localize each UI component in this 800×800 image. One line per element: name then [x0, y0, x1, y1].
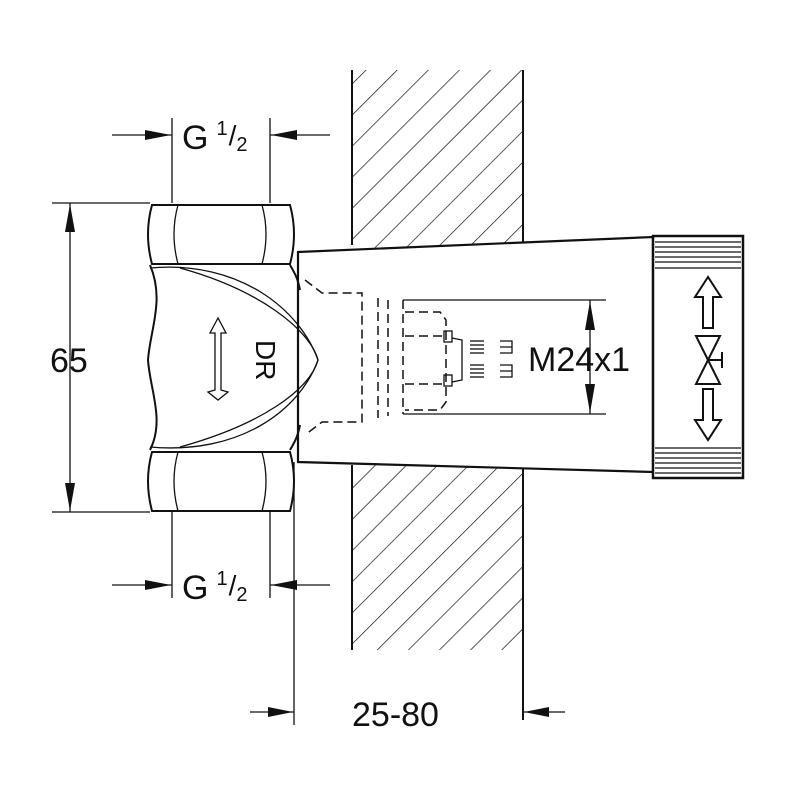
- dim-25-80-label: 25-80: [352, 696, 439, 734]
- valve-body: DR: [146, 204, 319, 512]
- dimension-height: 65: [50, 202, 150, 513]
- cap-nut: [651, 234, 745, 480]
- open-close-symbol-icon: [693, 275, 723, 442]
- fraction-numerator: 1: [216, 568, 227, 590]
- hex-nut-top: [147, 204, 295, 265]
- svg-text:G1/2: G1/2: [182, 568, 247, 607]
- flow-label: DR: [250, 340, 281, 380]
- g-label: G: [182, 119, 208, 157]
- hidden-cartridge: [304, 279, 513, 436]
- dim-65-label: 65: [50, 342, 88, 380]
- dimension-wall-depth: 25-80: [250, 462, 565, 734]
- hex-nut-bottom: [147, 451, 295, 512]
- fraction-numerator: 1: [216, 118, 227, 140]
- fraction-denominator: 2: [236, 134, 247, 156]
- dimension-spindle-thread: M24x1: [403, 299, 630, 415]
- svg-text:G1/2: G1/2: [182, 118, 247, 157]
- flow-direction-arrow-icon: [206, 316, 230, 401]
- g-label: G: [182, 569, 208, 607]
- fraction-denominator: 2: [236, 584, 247, 606]
- dim-m24x1-label: M24x1: [528, 341, 630, 379]
